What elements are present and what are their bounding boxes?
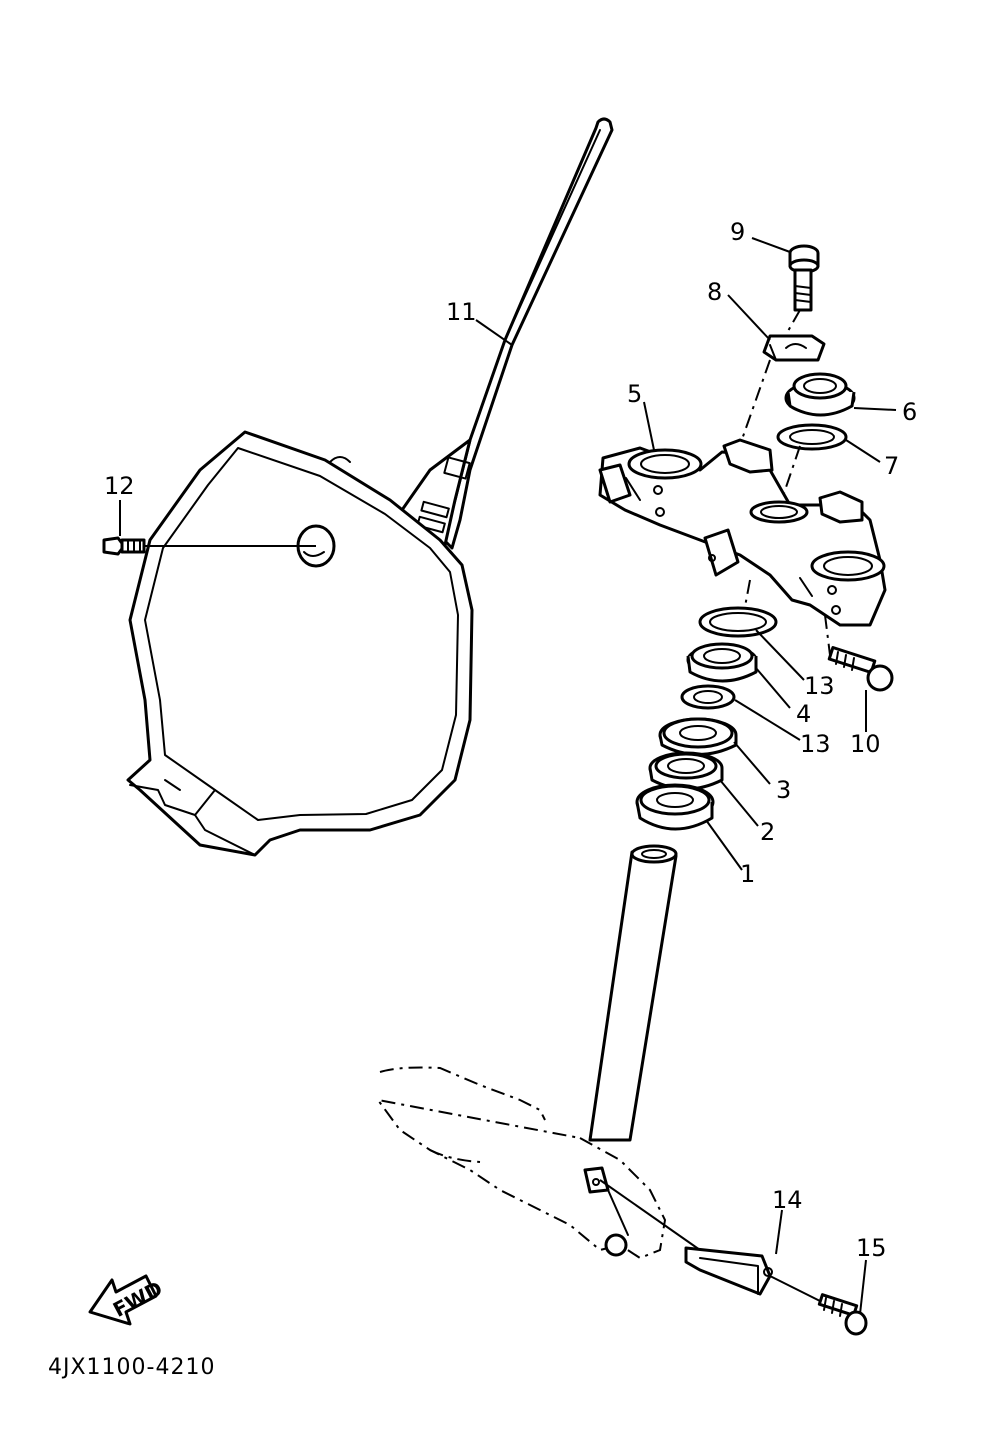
circlip-13-upper xyxy=(698,606,778,638)
dust-seal-3 xyxy=(658,717,738,756)
cable-holder-14 xyxy=(684,1246,773,1296)
washer-13-lower xyxy=(680,684,736,710)
callout-14: 14 xyxy=(772,1186,803,1214)
callout-7: 7 xyxy=(884,452,899,480)
callout-8: 8 xyxy=(707,278,722,306)
callout-15: 15 xyxy=(856,1234,887,1262)
callout-13-lower: 13 xyxy=(800,730,831,758)
under-bracket-outline xyxy=(375,1066,667,1260)
callout-9: 9 xyxy=(730,218,745,246)
washer-7 xyxy=(776,423,848,451)
diagram-code: 4JX1100-4210 xyxy=(48,1355,215,1380)
callout-2: 2 xyxy=(760,818,775,846)
callout-1: 1 xyxy=(740,860,755,888)
callout-10: 10 xyxy=(850,730,881,758)
ring-nut-4 xyxy=(686,642,758,683)
callout-3: 3 xyxy=(776,776,791,804)
callout-6: 6 xyxy=(902,398,917,426)
callout-11: 11 xyxy=(446,298,477,326)
callout-13-upper: 13 xyxy=(804,672,835,700)
bolt-9 xyxy=(788,244,820,312)
leader-lines xyxy=(119,237,897,1315)
number-plate xyxy=(126,117,614,857)
bolt-10 xyxy=(827,645,894,692)
callout-4: 4 xyxy=(796,700,811,728)
bearing-1 xyxy=(635,783,715,831)
upper-bracket-5 xyxy=(598,438,887,627)
bolt-15 xyxy=(817,1293,868,1336)
bearing-2 xyxy=(648,751,724,791)
fwd-arrow-icon: FWD xyxy=(88,1274,166,1326)
nut-6 xyxy=(784,372,856,417)
bolt-12 xyxy=(102,536,316,556)
steering-stem xyxy=(588,844,678,1142)
callout-12: 12 xyxy=(104,472,135,500)
callout-5: 5 xyxy=(627,380,642,408)
handlebar-holder-8 xyxy=(762,334,826,362)
